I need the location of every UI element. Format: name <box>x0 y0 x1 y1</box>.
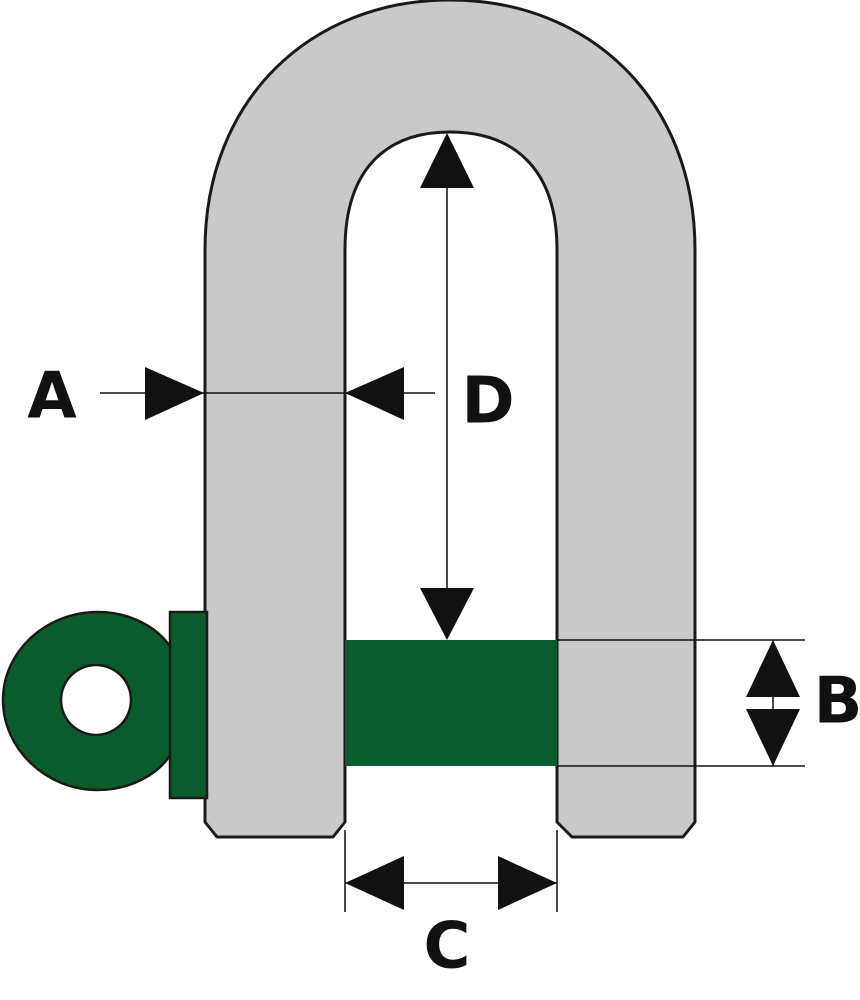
dimension-b-arrow-up <box>746 640 800 697</box>
dimension-b-arrow-down <box>746 709 800 766</box>
pin-collar <box>168 610 209 800</box>
dimension-a-arrow-right <box>345 367 404 420</box>
dimension-b <box>557 639 805 767</box>
dimension-d-arrow-top <box>420 133 474 188</box>
dimension-c-arrow-left <box>345 856 404 910</box>
pin-eye <box>1 610 174 792</box>
pin-shaft <box>345 640 557 766</box>
label-d: D <box>461 365 514 439</box>
label-a: A <box>27 360 77 434</box>
label-c: C <box>424 910 471 984</box>
label-b: B <box>814 665 860 739</box>
dimension-a <box>100 367 435 420</box>
dimension-c <box>344 830 558 912</box>
dimension-d <box>420 133 474 640</box>
dimension-c-arrow-right <box>498 856 557 910</box>
dimension-d-arrow-bottom <box>420 588 474 640</box>
shackle-body <box>203 0 697 839</box>
dimension-a-arrow-left <box>145 367 204 420</box>
